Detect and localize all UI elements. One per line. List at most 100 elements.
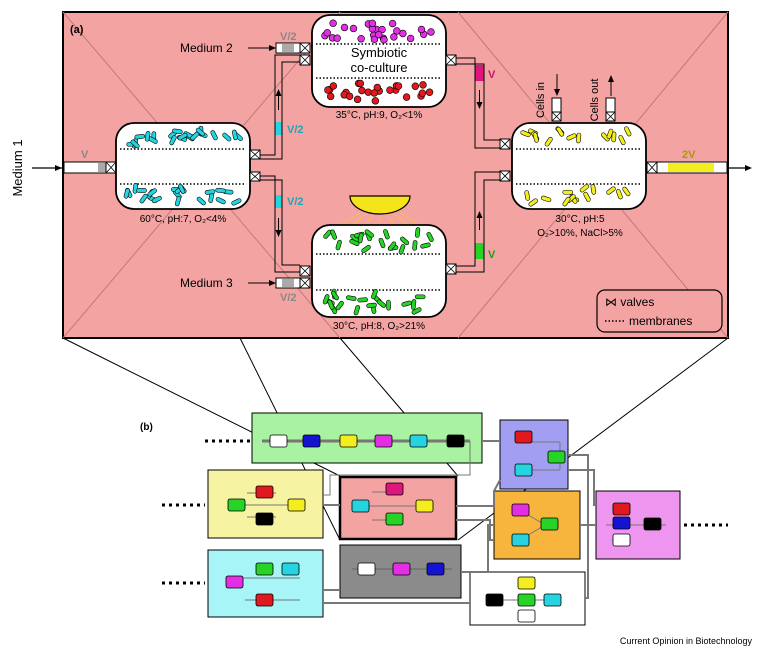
flow-label-v2-mid-down: V/2 [287, 196, 304, 208]
cell-coccus [356, 79, 365, 88]
cell-coccus [345, 92, 354, 101]
module-chip [339, 434, 358, 448]
module-chip [255, 512, 274, 526]
cell-rod [414, 294, 426, 300]
cell-coccus [326, 92, 335, 101]
connection-tube [456, 519, 494, 541]
module-chip [540, 517, 559, 531]
module-chip [409, 434, 428, 448]
module-green [251, 412, 483, 464]
module-chip [514, 463, 533, 477]
cell-rod [600, 132, 610, 142]
reactor-bottom [311, 224, 447, 318]
cell-rod [562, 189, 574, 195]
cell-rod [401, 300, 412, 307]
module-chip [269, 434, 288, 448]
cell-coccus [333, 34, 341, 42]
cell-rod [376, 299, 387, 308]
flow-label-v2-bottom: V/2 [280, 292, 297, 304]
cell-rod [364, 229, 374, 238]
cell-coccus [390, 33, 398, 41]
cell-rod [335, 239, 342, 251]
cell-rod [123, 188, 130, 199]
flow-label-v2-mid-up: V/2 [287, 124, 304, 136]
cell-rod [528, 198, 538, 207]
cell-rod [353, 304, 361, 316]
cell-rod [322, 294, 330, 305]
cell-coccus [375, 30, 383, 39]
symbiotic-label-2: co-culture [350, 60, 407, 75]
cell-rod [357, 297, 368, 303]
module-chip [543, 593, 562, 607]
cell-rod [556, 126, 565, 137]
cells-out-label: Cells out [589, 79, 601, 122]
cell-rod [357, 232, 364, 244]
cell-rod [583, 191, 591, 202]
flow-label-v: V [81, 149, 89, 161]
module-chip [612, 516, 631, 530]
module-chip [612, 502, 631, 516]
module-chip [255, 562, 274, 576]
cell-rod [386, 299, 391, 311]
cell-coccus [411, 82, 420, 90]
medium-1-label: Medium 1 [10, 139, 25, 196]
connection-tube [456, 479, 501, 507]
connection-tube [323, 441, 471, 496]
cell-rod [139, 193, 148, 204]
flow-label-v-green: V [488, 249, 496, 261]
cell-coccus [329, 19, 337, 27]
cell-rod [222, 132, 232, 142]
cell-rod [327, 299, 335, 310]
cell-rod [616, 189, 623, 200]
cell-coccus [357, 35, 365, 43]
cell-rod [147, 188, 157, 197]
module-chip [255, 485, 274, 499]
cell-rod [622, 186, 631, 197]
cell-rod [174, 195, 182, 207]
module-chip [385, 482, 404, 496]
cell-rod [412, 240, 418, 251]
cells-in-label: Cells in [535, 82, 547, 118]
cell-coccus [324, 86, 332, 94]
module-chip [517, 576, 536, 590]
module-chip [514, 430, 533, 444]
cell-rod [532, 132, 539, 143]
module-chip [517, 593, 536, 607]
cell-rod [195, 127, 206, 137]
connection-tube [568, 469, 596, 506]
cond-bottom: 30°C, pH:8, O₂>21% [333, 321, 425, 332]
module-chip [446, 434, 465, 448]
cell-rod [136, 188, 147, 193]
cell-rod [172, 128, 183, 135]
cell-rod [544, 136, 553, 147]
cell-coccus [386, 86, 394, 94]
module-orange [493, 490, 581, 560]
cell-rod [400, 236, 410, 246]
cell-rod [346, 295, 357, 301]
cell-rod [215, 187, 226, 194]
reactor-left [115, 122, 251, 210]
module-chip [517, 609, 536, 623]
credit: Current Opinion in Biotechnology [620, 636, 753, 646]
flow-label-v2-top: V/2 [280, 31, 297, 43]
panel-b-label: (b) [140, 422, 153, 433]
module-chip [255, 593, 274, 607]
module-chip [643, 517, 662, 531]
module-chip [287, 498, 306, 512]
cell-rod [144, 131, 151, 142]
cell-coccus [329, 82, 338, 90]
cell-coccus [323, 29, 331, 37]
cell-coccus [402, 93, 411, 101]
cond-left: 60°C, pH:7, O₂<4% [140, 214, 227, 225]
cell-rod [371, 288, 378, 300]
cond-right-1: 30°C, pH:5 [555, 214, 604, 225]
module-yellow [207, 469, 324, 539]
cell-coccus [373, 83, 382, 92]
cell-rod [410, 299, 417, 310]
cell-coccus [394, 82, 403, 90]
cell-rod [378, 237, 386, 249]
cell-rod [387, 241, 397, 251]
module-chip [225, 575, 244, 589]
